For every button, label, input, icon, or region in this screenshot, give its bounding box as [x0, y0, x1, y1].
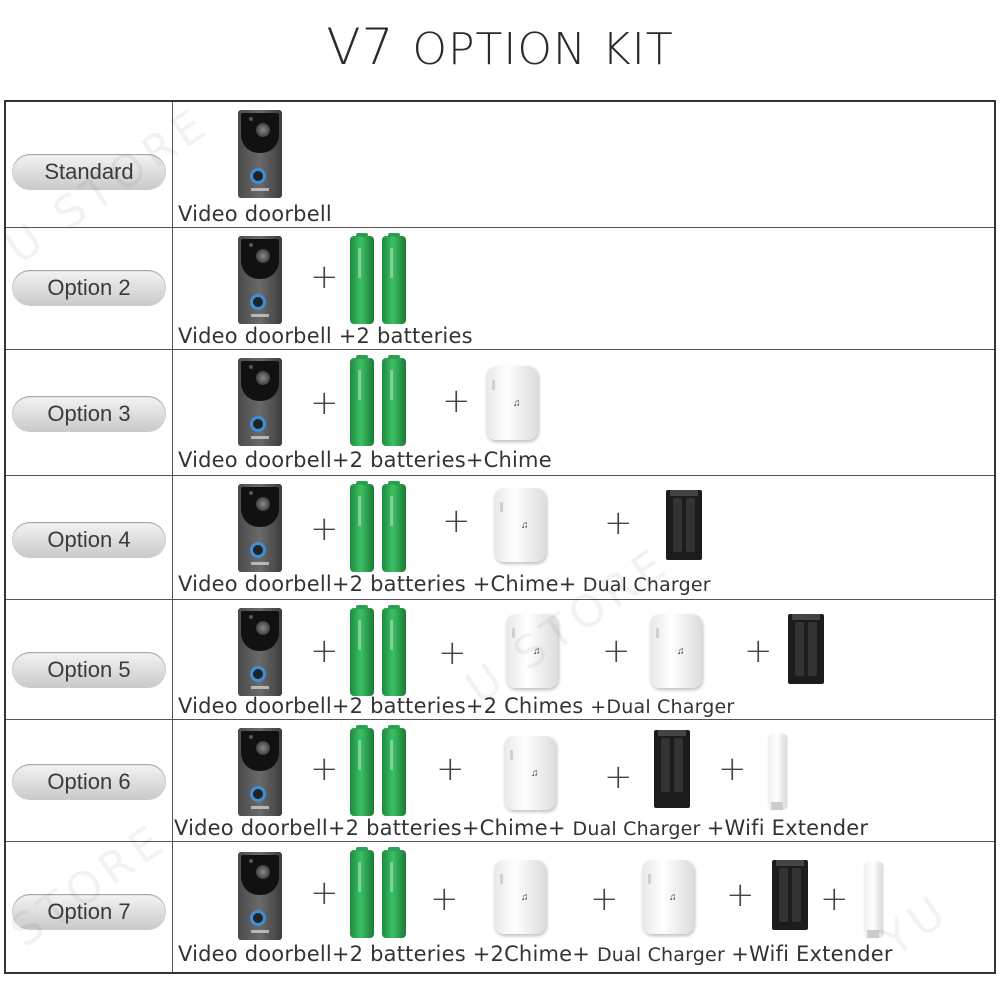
doorbell-icon	[238, 852, 282, 940]
table-row: Option 2 + Video doorbell +2 batteries	[6, 228, 994, 350]
title-text: OPTION KIT	[412, 24, 674, 75]
plus-icon: +	[718, 749, 747, 789]
kit-caption: Video doorbell+2 batteries+2 Chimes +Dua…	[178, 694, 735, 718]
table-row: Standard Video doorbell	[6, 102, 994, 228]
battery-icon	[382, 605, 406, 696]
kit-caption: Video doorbell+2 batteries+Chime+ Dual C…	[174, 816, 869, 840]
page-title: V7 OPTION KIT	[0, 18, 1000, 76]
plus-icon: +	[604, 503, 633, 543]
battery-icon	[350, 847, 374, 938]
plus-icon: +	[310, 383, 339, 423]
plus-icon: +	[438, 633, 467, 673]
doorbell-icon	[238, 110, 282, 198]
option-label: Option 2	[12, 270, 166, 306]
plus-icon: +	[590, 879, 619, 919]
kit-caption: Video doorbell+2 batteries +Chime+ Dual …	[178, 572, 711, 596]
table-row: Option 5 + + ♫ + ♫ + Video doorbell+2 ba…	[6, 600, 994, 720]
chime-icon: ♫	[494, 860, 546, 934]
kit-caption: Video doorbell	[178, 202, 332, 226]
plus-icon: +	[442, 501, 471, 541]
battery-icon	[382, 481, 406, 572]
battery-icon	[350, 605, 374, 696]
battery-icon	[382, 847, 406, 938]
charger-icon	[788, 614, 824, 684]
chime-icon: ♫	[504, 736, 556, 810]
battery-icon	[382, 725, 406, 816]
doorbell-icon	[238, 358, 282, 446]
doorbell-icon	[238, 236, 282, 324]
plus-icon: +	[310, 509, 339, 549]
option-kit-table: Standard Video doorbell Option 2 + Video…	[4, 100, 996, 974]
plus-icon: +	[744, 631, 773, 671]
battery-icon	[350, 233, 374, 324]
table-row: Option 6 + + ♫ + + Video doorbell+2 batt…	[6, 720, 994, 842]
wifi-extender-icon	[768, 734, 786, 810]
charger-icon	[666, 490, 702, 560]
plus-icon: +	[820, 879, 849, 919]
option-label: Option 6	[12, 764, 166, 800]
option-label: Option 7	[12, 894, 166, 930]
chime-icon: ♫	[486, 366, 538, 440]
table-row: Option 4 + + ♫ + Video doorbell+2 batter…	[6, 476, 994, 600]
plus-icon: +	[726, 875, 755, 915]
option-label: Option 5	[12, 652, 166, 688]
charger-icon	[654, 730, 690, 808]
kit-caption: Video doorbell+2 batteries+Chime	[178, 448, 552, 472]
plus-icon: +	[310, 257, 339, 297]
chime-icon: ♫	[506, 614, 558, 688]
option-label: Option 4	[12, 522, 166, 558]
kit-caption: Video doorbell+2 batteries +2Chime+ Dual…	[178, 942, 893, 966]
plus-icon: +	[310, 631, 339, 671]
doorbell-icon	[238, 728, 282, 816]
battery-icon	[350, 355, 374, 446]
battery-icon	[350, 725, 374, 816]
table-row: Option 7 + + ♫ + ♫ + + Video doorbell+2 …	[6, 842, 994, 972]
plus-icon: +	[310, 749, 339, 789]
chime-icon: ♫	[642, 860, 694, 934]
plus-icon: +	[604, 757, 633, 797]
option-label: Standard	[12, 154, 166, 190]
chime-icon: ♫	[650, 614, 702, 688]
model-name: V7	[326, 18, 395, 76]
plus-icon: +	[602, 631, 631, 671]
battery-icon	[382, 355, 406, 446]
doorbell-icon	[238, 608, 282, 696]
option-label: Option 3	[12, 396, 166, 432]
kit-caption: Video doorbell +2 batteries	[178, 324, 473, 348]
table-row: Option 3 + + ♫ Video doorbell+2 batterie…	[6, 350, 994, 476]
charger-icon	[772, 860, 808, 930]
plus-icon: +	[430, 879, 459, 919]
plus-icon: +	[436, 749, 465, 789]
plus-icon: +	[442, 381, 471, 421]
chime-icon: ♫	[494, 488, 546, 562]
plus-icon: +	[310, 873, 339, 913]
doorbell-icon	[238, 484, 282, 572]
wifi-extender-icon	[864, 862, 882, 938]
battery-icon	[350, 481, 374, 572]
battery-icon	[382, 233, 406, 324]
